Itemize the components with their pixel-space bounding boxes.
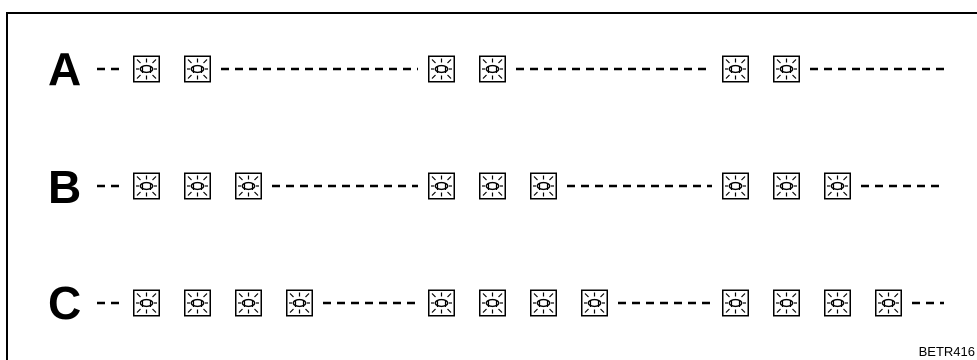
flashing-lamp-icon xyxy=(773,172,800,200)
flashing-lamp-icon xyxy=(875,289,902,317)
flashing-lamp-icon xyxy=(479,172,506,200)
flashing-lamp-icon xyxy=(479,55,506,83)
flashing-lamp-icon xyxy=(530,289,557,317)
flashing-lamp-icon xyxy=(133,55,160,83)
flashing-lamp-icon xyxy=(479,289,506,317)
flashing-lamp-icon xyxy=(133,289,160,317)
row-label-c: C xyxy=(48,277,82,329)
flashing-lamp-icon xyxy=(530,172,557,200)
flashing-lamp-icon xyxy=(235,289,262,317)
flashing-lamp-icon xyxy=(428,172,455,200)
flashing-lamp-icon xyxy=(824,289,851,317)
flashing-lamp-icon xyxy=(773,55,800,83)
flashing-lamp-icon xyxy=(184,55,211,83)
flashing-lamp-icon xyxy=(428,55,455,83)
diagram-frame xyxy=(6,12,977,360)
flashing-lamp-icon xyxy=(824,172,851,200)
flashing-lamp-icon xyxy=(184,289,211,317)
flashing-lamp-icon xyxy=(773,289,800,317)
flashing-lamp-icon xyxy=(722,172,749,200)
row-label-a: A xyxy=(48,43,82,95)
flashing-lamp-icon xyxy=(286,289,313,317)
flashing-lamp-icon xyxy=(184,172,211,200)
flashing-lamp-icon xyxy=(428,289,455,317)
flashing-lamp-icon xyxy=(581,289,608,317)
diagram-code: BETR416 xyxy=(918,344,975,359)
row-label-b: B xyxy=(48,161,82,213)
flashing-lamp-icon xyxy=(722,289,749,317)
flashing-lamp-icon xyxy=(235,172,262,200)
flashing-lamp-icon xyxy=(722,55,749,83)
flashing-lamp-icon xyxy=(133,172,160,200)
